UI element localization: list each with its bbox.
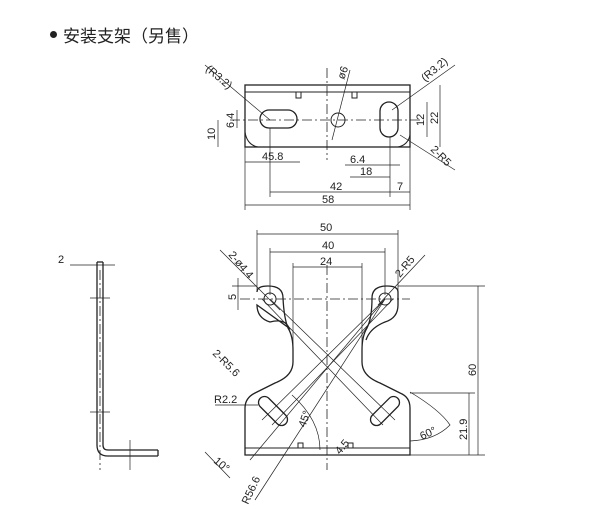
dim-22: 22 xyxy=(429,112,441,124)
dim-6-4: 6.4 xyxy=(350,154,365,166)
dim-60: 60 xyxy=(467,364,479,376)
dim-21-9: 21.9 xyxy=(458,419,470,440)
front-view: 50 40 24 2-ø4.4 2-R5 5 60 21.9 2-R5.6 R2… xyxy=(204,222,485,507)
dim-2-r5: 2-R5 xyxy=(428,144,453,169)
dim-4-5: 4.5 xyxy=(333,437,352,456)
dim-hole-6: ø6 xyxy=(336,65,352,81)
dim-angle-10: 10° xyxy=(211,455,231,475)
bullet-icon xyxy=(50,31,57,38)
dim-2-r5-6: 2-R5.6 xyxy=(210,348,242,380)
dim-42: 42 xyxy=(330,181,342,193)
dim-10: 10 xyxy=(206,128,218,140)
dim-7: 7 xyxy=(397,181,403,193)
dim-r56-6: R56.6 xyxy=(240,475,263,507)
title-text: 安装支架（另售） xyxy=(63,27,199,47)
dim-24: 24 xyxy=(320,256,332,268)
dim-thickness-2: 2 xyxy=(58,254,64,266)
dim-r3-2-left: (R3.2) xyxy=(203,63,234,92)
section-title: 安装支架（另售） xyxy=(50,22,199,47)
dim-58: 58 xyxy=(322,194,334,206)
dim-angle-45: 45° xyxy=(297,409,314,429)
dim-6-4-vert: 6.4 xyxy=(225,113,237,128)
dim-50: 50 xyxy=(320,222,332,234)
dim-40: 40 xyxy=(322,240,334,252)
side-view: 2 xyxy=(58,254,159,470)
dim-angle-60: 60° xyxy=(418,425,438,443)
dim-2-hole-4-4: 2-ø4.4 xyxy=(226,249,256,281)
top-view: (R3.2) (R3.2) ø6 10 6.4 12 22 45.8 6.4 1… xyxy=(203,55,456,210)
dim-r2-2: R2.2 xyxy=(214,394,237,406)
dim-45-8: 45.8 xyxy=(262,151,283,163)
dim-r3-2-right: (R3.2) xyxy=(419,55,450,84)
dim-18: 18 xyxy=(360,166,372,178)
dim-12: 12 xyxy=(415,114,427,126)
dim-5: 5 xyxy=(227,294,239,300)
